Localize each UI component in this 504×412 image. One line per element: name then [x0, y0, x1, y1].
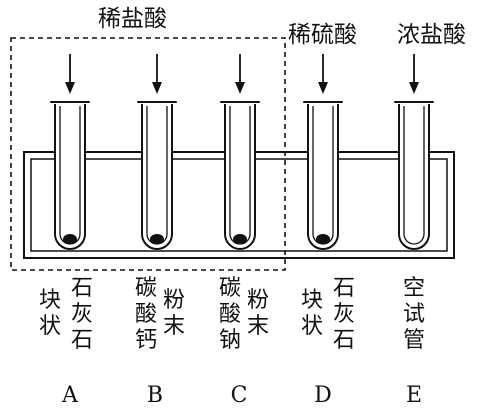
- tube-b-char-4: 粉: [162, 288, 185, 313]
- tube-b-letter: B: [146, 383, 164, 408]
- tube-a-char-4: 灰: [70, 302, 93, 327]
- tube-e-label-col1: 空 试 管: [402, 276, 426, 354]
- tube-d-char-2: 状: [300, 314, 323, 339]
- tube-e-char-2: 试: [402, 302, 425, 327]
- tube-a-char-5: 石: [70, 328, 93, 353]
- arrow-a: [65, 54, 75, 94]
- solid-sample-c: [233, 234, 247, 244]
- tube-a-label-col1: 块 状: [38, 288, 62, 340]
- tube-d-char-5: 石: [332, 328, 355, 353]
- tube-a-char-2: 状: [38, 314, 61, 339]
- test-tube-d: [303, 101, 343, 250]
- tube-d-char-1: 块: [300, 288, 323, 313]
- tube-c-char-2: 酸: [218, 302, 241, 327]
- label-conc-hcl: 浓盐酸: [397, 22, 466, 48]
- tube-b-char-1: 碳: [134, 276, 157, 301]
- tube-d-label-col2: 石 灰 石: [332, 276, 356, 354]
- tube-a-char-1: 块: [38, 288, 61, 313]
- tube-b-label-col2: 粉 末: [162, 288, 186, 340]
- test-tube-b: [137, 101, 177, 250]
- test-tube-c: [220, 101, 260, 250]
- tube-c-char-3: 钠: [218, 328, 241, 353]
- tube-b-char-5: 末: [162, 314, 185, 339]
- test-tube-a: [50, 101, 90, 250]
- arrow-b: [152, 54, 162, 94]
- label-dilute-h2so4: 稀硫酸: [288, 22, 357, 48]
- tube-d-char-4: 灰: [332, 302, 355, 327]
- solid-sample-a: [63, 234, 77, 244]
- tube-c-char-1: 碳: [218, 276, 241, 301]
- tube-a-char-3: 石: [70, 276, 93, 301]
- tube-e-char-1: 空: [402, 276, 425, 301]
- tube-a-label-col2: 石 灰 石: [70, 276, 94, 354]
- tube-a-letter: A: [62, 383, 78, 408]
- dilute-hcl-group-box: [10, 37, 286, 271]
- test-tube-e: [394, 101, 434, 250]
- tube-e-char-3: 管: [402, 328, 425, 353]
- tube-b-label-col1: 碳 酸 钙: [134, 276, 158, 354]
- label-dilute-hcl: 稀盐酸: [98, 6, 167, 32]
- tube-b-char-3: 钙: [134, 328, 157, 353]
- tube-e-letter: E: [405, 383, 423, 408]
- solid-sample-b: [150, 234, 164, 244]
- tube-c-letter: C: [230, 383, 248, 408]
- tube-d-char-3: 石: [332, 276, 355, 301]
- arrow-e: [409, 54, 419, 94]
- arrow-c: [235, 54, 245, 94]
- tube-c-char-4: 粉: [246, 288, 269, 313]
- arrow-d: [318, 54, 328, 94]
- tube-c-label-col1: 碳 酸 钠: [218, 276, 242, 354]
- tube-c-label-col2: 粉 末: [246, 288, 270, 340]
- tube-c-char-5: 末: [246, 314, 269, 339]
- solid-sample-d: [316, 234, 330, 244]
- tube-d-label-col1: 块 状: [300, 288, 324, 340]
- tube-b-char-2: 酸: [134, 302, 157, 327]
- tube-d-letter: D: [314, 383, 332, 408]
